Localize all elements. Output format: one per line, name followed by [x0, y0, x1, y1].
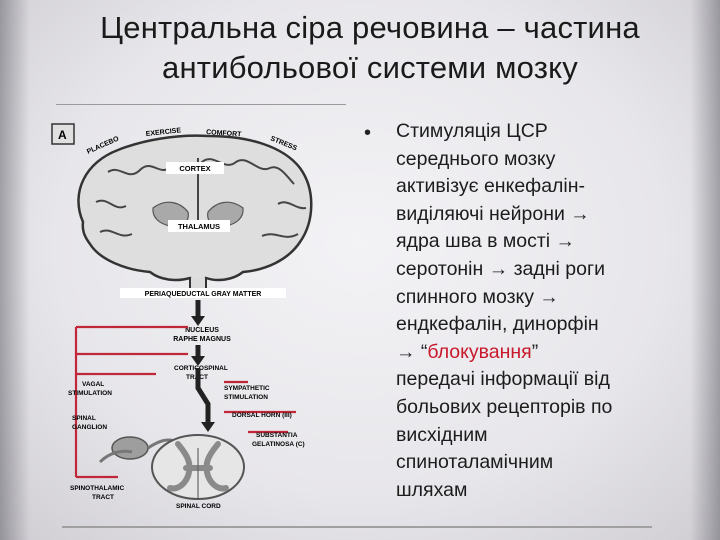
ganglion-label: GANGLION [72, 424, 107, 431]
corticospinal-label: CORTICOSPINAL [174, 365, 228, 372]
sympathetic-stimulation-label: STIMULATION [224, 394, 268, 401]
vagal-stimulation-label: STIMULATION [68, 390, 112, 397]
bullet-line-11: больових рецепторів по [396, 394, 666, 422]
vagal-label: VAGAL [82, 381, 104, 388]
bullet-line-2: середнього мозку [396, 146, 666, 174]
pag-label: PERIAQUEDUCTAL GRAY MATTER [145, 291, 262, 298]
brain-outline [78, 136, 311, 288]
arrow-head-1 [191, 316, 205, 326]
bullet-text: Стимуляція ЦСР середнього мозку активізу… [396, 118, 666, 504]
bullet-line-3: активізує енкефалін- [396, 173, 666, 201]
bullet-line-4: виділяючі нейрони → [396, 201, 666, 229]
bullet-line-9: → “блокування” [396, 339, 666, 367]
pain-pathway-figure: A CORTEX THALAMUS PLACEBO EXERCISE COMFO… [48, 112, 348, 517]
spinothalamic-tract-label: TRACT [92, 494, 114, 501]
line9-suffix: ” [532, 341, 539, 363]
bottom-divider [62, 526, 652, 528]
bullet-line-10: передачі інформації від [396, 366, 666, 394]
slide-title: Центральна сіра речовина – частина антиб… [40, 8, 700, 88]
sympathetic-label: SYMPATHETIC [224, 385, 270, 392]
line9-prefix: → “ [396, 341, 427, 363]
divider-line [56, 104, 346, 105]
arrow-head-3 [201, 422, 215, 432]
spinal-cord-label: SPINAL CORD [176, 503, 221, 510]
blocking-highlight: блокування [427, 341, 531, 363]
bullet-line-6: серотонін → задні роги [396, 256, 666, 284]
bullet-line-7: спинного мозку → [396, 284, 666, 312]
bullet-line-14: шляхам [396, 477, 666, 505]
bullet-marker: • [364, 122, 371, 145]
slide-title-line-2: антибольової системи мозку [40, 48, 700, 88]
spinothalamic-label: SPINOTHALAMIC [70, 485, 124, 492]
bullet-line-1: Стимуляція ЦСР [396, 118, 666, 146]
thalamus-label: THALAMUS [178, 222, 220, 231]
bullet-line-5: ядра шва в мості → [396, 228, 666, 256]
cortex-label: CORTEX [179, 164, 210, 173]
pain-pathway-diagram: A CORTEX THALAMUS PLACEBO EXERCISE COMFO… [48, 112, 348, 517]
dorsal-horn-label: DORSAL HORN (III) [232, 412, 292, 419]
spinal-ganglion-shape [112, 437, 148, 459]
slide-title-line-1: Центральна сіра речовина – частина [40, 8, 700, 48]
panel-label: A [58, 128, 67, 142]
bullet-line-13: спиноталамічним [396, 449, 666, 477]
spinal-label: SPINAL [72, 415, 96, 422]
raphe-magnus-label: RAPHE MAGNUS [173, 336, 231, 343]
nucleus-label: NUCLEUS [185, 327, 219, 334]
bullet-line-12: висхідним [396, 422, 666, 450]
gelatinosa-label: GELATINOSA (C) [252, 441, 305, 448]
bullet-line-8: ендкефалін, динорфін [396, 311, 666, 339]
substantia-label: SUBSTANTIA [256, 432, 298, 439]
